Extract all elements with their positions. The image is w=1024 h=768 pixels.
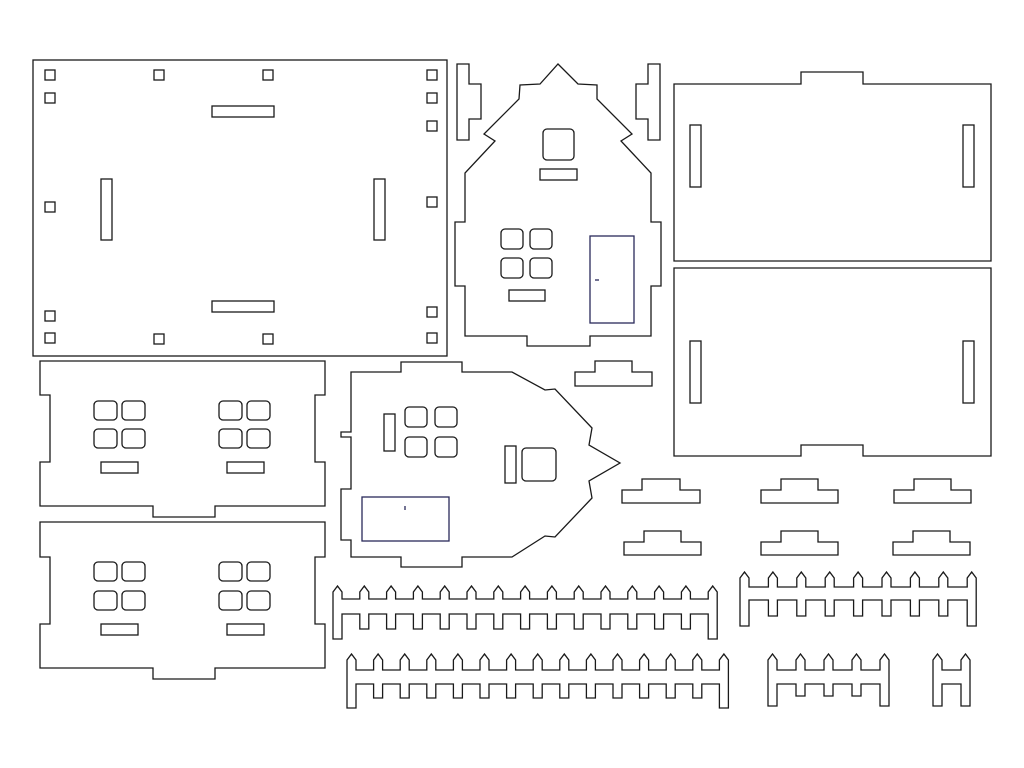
fence-tiny [932, 652, 971, 707]
bracket-right [635, 63, 661, 141]
foot-piece [892, 530, 971, 556]
fence-long-bottom [346, 652, 730, 709]
foot-piece [760, 530, 839, 556]
rear-door [361, 496, 450, 542]
side-wall-top [39, 360, 326, 518]
foot-piece [760, 478, 839, 504]
base-plate-slots [44, 69, 438, 345]
foot-piece [621, 478, 701, 504]
rear-gable [340, 361, 622, 568]
bracket-left [456, 63, 482, 141]
side-wall-bottom [39, 521, 326, 680]
foot-piece [623, 530, 702, 556]
fences [332, 570, 977, 709]
fence-long-top [332, 584, 718, 640]
foot-piece [893, 478, 972, 504]
base-plate [32, 59, 448, 357]
foot-pieces [574, 360, 972, 556]
fence-short [767, 652, 890, 707]
roof-panel-top [673, 71, 992, 262]
roof-panel-bottom [673, 267, 992, 457]
fence-medium [739, 570, 977, 627]
front-door [589, 235, 635, 324]
foot-piece [574, 360, 653, 387]
front-gable [454, 63, 662, 347]
